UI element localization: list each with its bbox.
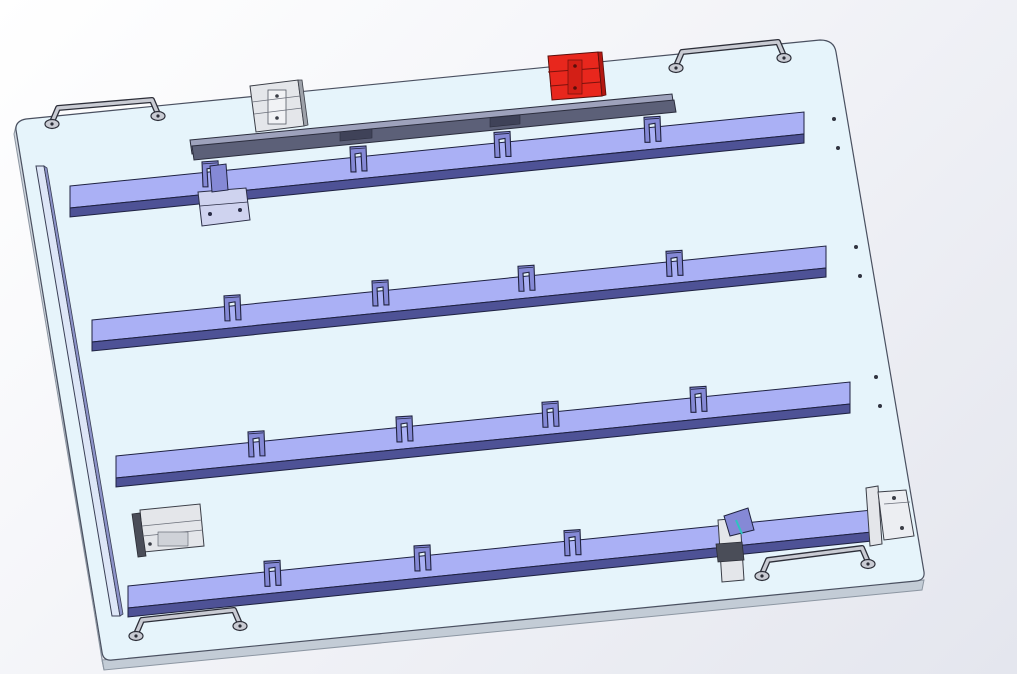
handles-group bbox=[44, 39, 876, 642]
rail-2[interactable] bbox=[91, 245, 827, 352]
rail-clip[interactable] bbox=[371, 279, 390, 307]
plate-left-side-face bbox=[13, 125, 105, 671]
rail-3[interactable] bbox=[115, 381, 851, 488]
rail-clip[interactable] bbox=[223, 294, 242, 322]
silver-cylinder-left[interactable] bbox=[131, 503, 205, 558]
rail-clip[interactable] bbox=[395, 415, 414, 443]
rail-clip[interactable] bbox=[247, 430, 266, 458]
handle-top-right[interactable] bbox=[668, 39, 792, 74]
end-stop-bracket[interactable] bbox=[865, 485, 915, 547]
top-stop-bar[interactable] bbox=[189, 93, 677, 161]
silver-cylinder-top[interactable] bbox=[249, 79, 309, 133]
rail-1[interactable] bbox=[69, 111, 805, 218]
left-edge-bar[interactable] bbox=[35, 165, 124, 617]
plate-holes bbox=[832, 117, 882, 408]
handle-top-left[interactable] bbox=[44, 97, 166, 130]
rail-front-face bbox=[115, 403, 851, 488]
red-cylinder[interactable] bbox=[547, 51, 607, 101]
handle-bottom-left[interactable] bbox=[128, 607, 248, 642]
rail-clip[interactable] bbox=[563, 529, 582, 557]
rail-clip[interactable] bbox=[413, 544, 432, 572]
rail-clip[interactable] bbox=[349, 145, 368, 173]
rail-clip[interactable] bbox=[689, 385, 708, 413]
rail-clip[interactable] bbox=[263, 559, 282, 587]
rail-clip[interactable] bbox=[665, 249, 684, 277]
rail-clip[interactable] bbox=[493, 130, 512, 158]
rail1-bracket[interactable] bbox=[197, 163, 251, 227]
rails-group bbox=[69, 111, 873, 618]
rail-clip[interactable] bbox=[541, 400, 560, 428]
pusher-cylinder[interactable] bbox=[715, 507, 755, 583]
handle-bottom-right[interactable] bbox=[754, 545, 876, 582]
rail-clip[interactable] bbox=[643, 115, 662, 143]
rail-clip[interactable] bbox=[517, 264, 536, 292]
rail-front-face bbox=[91, 267, 827, 352]
rail-front-face bbox=[69, 133, 805, 218]
